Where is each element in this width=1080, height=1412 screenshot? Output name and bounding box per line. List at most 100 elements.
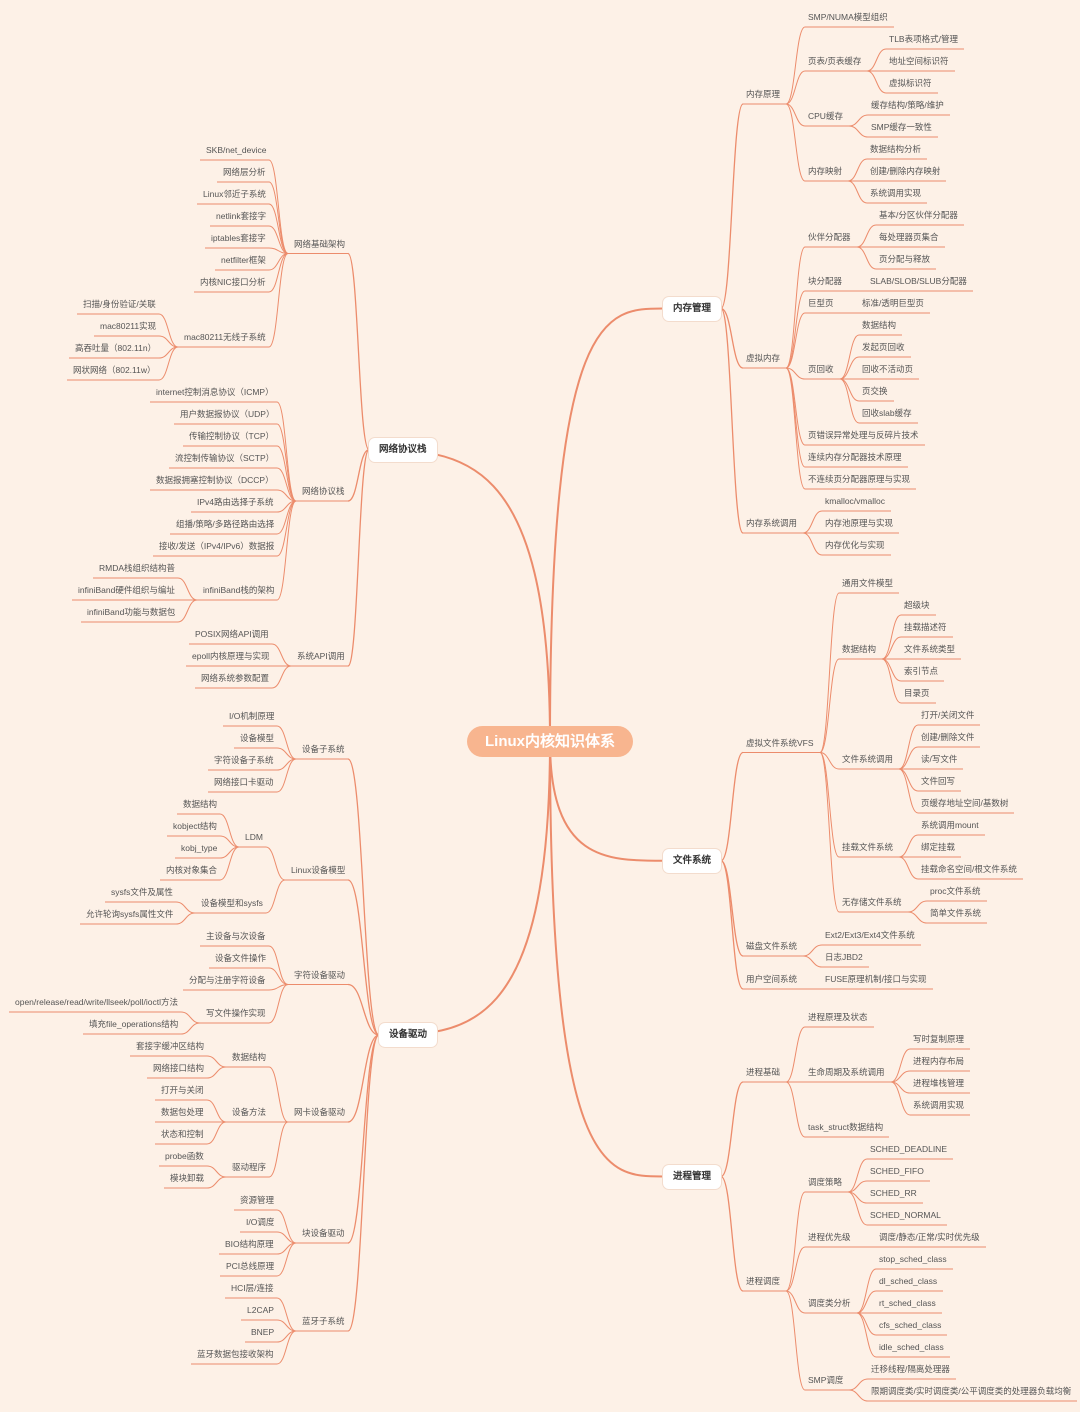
leaf-node: cfs_sched_class <box>879 1320 942 1330</box>
branch-connector <box>347 252 370 451</box>
leaf-node: 填充file_operations结构 <box>89 1019 179 1029</box>
leaf-node: 设备文件操作 <box>215 953 267 963</box>
leaf-node: 挂载命名空间/根文件系统 <box>921 864 1017 874</box>
branch-connector <box>898 834 919 858</box>
branch-connector <box>276 489 297 502</box>
leaf-node: netfilter框架 <box>221 255 266 265</box>
leaf-node: netlink套接字 <box>216 211 267 221</box>
topic-node-level-2: 驱动程序 <box>232 1162 267 1172</box>
topic-node-level-2: 进程优先级 <box>808 1232 851 1242</box>
branch-connector <box>276 1242 297 1277</box>
topic-node-level-1: Linux设备模型 <box>291 865 346 875</box>
leaf-node: 页分配与释放 <box>879 254 931 264</box>
branch-connector <box>881 658 902 704</box>
leaf-node: 流控制传输协议（SCTP） <box>175 453 275 463</box>
root-connector <box>549 740 664 862</box>
leaf-node: 进程原理及状态 <box>808 1012 868 1022</box>
branch-connector <box>206 1099 227 1123</box>
leaf-node: 内核NIC接口分析 <box>200 277 266 287</box>
branch-connector <box>785 1026 806 1083</box>
topic-node-level-2: 页表/页表缓存 <box>808 56 862 66</box>
leaf-node: 回收slab缓存 <box>862 408 912 418</box>
leaf-node: TLB表项格式/管理 <box>889 34 958 44</box>
branch-connector <box>180 1022 201 1035</box>
topic-node-level-1: 进程基础 <box>746 1067 781 1077</box>
leaf-node: SCHED_FIFO <box>870 1166 924 1176</box>
leaf-node: 网络接口卡驱动 <box>214 777 274 787</box>
branch-connector <box>785 246 806 369</box>
leaf-node: 限期调度类/实时调度类/公平调度类的处理器负载均衡 <box>871 1386 1072 1396</box>
topic-node-level-2: 调度类分析 <box>808 1298 851 1308</box>
leaf-node: Linux邻近子系统 <box>203 189 266 199</box>
leaf-node: SCHED_DEADLINE <box>870 1144 947 1154</box>
topic-node-level-2: 伙伴分配器 <box>808 232 851 242</box>
branch-connector <box>720 751 744 862</box>
leaf-node: SCHED_RR <box>870 1188 917 1198</box>
branch-connector <box>802 532 823 556</box>
topic-node-level-1: 磁盘文件系统 <box>746 941 798 951</box>
leaf-node: 进程内存布局 <box>913 1056 965 1066</box>
leaf-node: 打开/关闭文件 <box>921 710 975 720</box>
main-topic-node: 文件系统 <box>663 848 722 873</box>
branch-connector <box>866 70 887 94</box>
leaf-node: SCHED_NORMAL <box>870 1210 941 1220</box>
branch-connector <box>890 1081 911 1116</box>
leaf-node: 打开与关闭 <box>161 1085 204 1095</box>
leaf-node: 不连续页分配器原理与实现 <box>808 474 911 484</box>
leaf-node: 索引节点 <box>904 666 939 676</box>
topic-node-level-1: 网络基础架构 <box>294 238 346 249</box>
branch-connector <box>848 114 869 127</box>
leaf-node: BNEP <box>251 1327 275 1337</box>
branch-connector <box>265 879 286 914</box>
leaf-node: I/O机制原理 <box>229 711 275 721</box>
leaf-node: FUSE原理机制/接口与实现 <box>825 974 927 984</box>
branch-connector <box>856 224 877 248</box>
branch-connector <box>219 846 240 881</box>
branch-connector <box>206 1176 227 1189</box>
leaf-node: 绑定挂载 <box>921 842 956 852</box>
topic-node-level-2: 无存储文件系统 <box>842 897 902 907</box>
main-topic-node: 设备驱动 <box>379 1023 438 1047</box>
branch-connector <box>819 658 840 753</box>
branch-connector <box>856 246 877 270</box>
leaf-node: 读/写文件 <box>921 754 958 764</box>
branch-connector <box>819 752 840 913</box>
branch-connector <box>276 500 297 601</box>
branch-connector <box>219 835 240 848</box>
branch-connector <box>881 614 902 660</box>
branch-connector <box>720 307 744 369</box>
leaf-node: iptables套接字 <box>211 233 266 243</box>
branch-connector <box>268 1066 289 1123</box>
topic-node-level-1: 网络协议栈 <box>302 486 345 496</box>
branch-connector <box>268 225 289 254</box>
topic-node-level-2: 数据结构 <box>842 644 877 654</box>
topic-node-level-2: SMP调度 <box>808 1375 844 1385</box>
branch-connector <box>158 335 179 348</box>
leaf-node: L2CAP <box>247 1305 274 1315</box>
branch-connector <box>206 1055 227 1068</box>
leaf-node: 连续内存分配器技术原理 <box>808 452 902 462</box>
leaf-node: 网状网络（802.11w） <box>73 365 156 375</box>
topic-node-level-2: 块分配器 <box>808 276 843 286</box>
leaf-node: 内存优化与实现 <box>825 540 885 550</box>
leaf-node: rt_sched_class <box>879 1298 936 1308</box>
leaf-node: 内核对象集合 <box>166 865 218 875</box>
leaf-node: BIO结构原理 <box>225 1239 274 1249</box>
leaf-node: 标准/透明巨型页 <box>862 298 924 308</box>
leaf-node: 数据结构分析 <box>870 144 922 154</box>
branch-connector <box>720 860 744 990</box>
leaf-node: 字符设备子系统 <box>214 755 274 765</box>
leaf-node: 发起页回收 <box>862 342 905 352</box>
branch-connector <box>890 1048 911 1083</box>
topic-node-level-1: 设备子系统 <box>302 744 345 754</box>
leaf-node: IPv4路由选择子系统 <box>197 497 274 507</box>
leaf-node: 缓存结构/策略/维护 <box>871 100 944 110</box>
leaf-node: stop_sched_class <box>879 1254 947 1264</box>
leaf-node: proc文件系统 <box>930 886 981 896</box>
leaf-node: mac80211实现 <box>100 321 157 331</box>
topic-node-level-1: 块设备驱动 <box>302 1228 345 1238</box>
leaf-node: 虚拟标识符 <box>889 78 932 88</box>
leaf-node: 回收不活动页 <box>862 364 914 374</box>
leaf-node: 数据报拥塞控制协议（DCCP） <box>156 475 274 485</box>
